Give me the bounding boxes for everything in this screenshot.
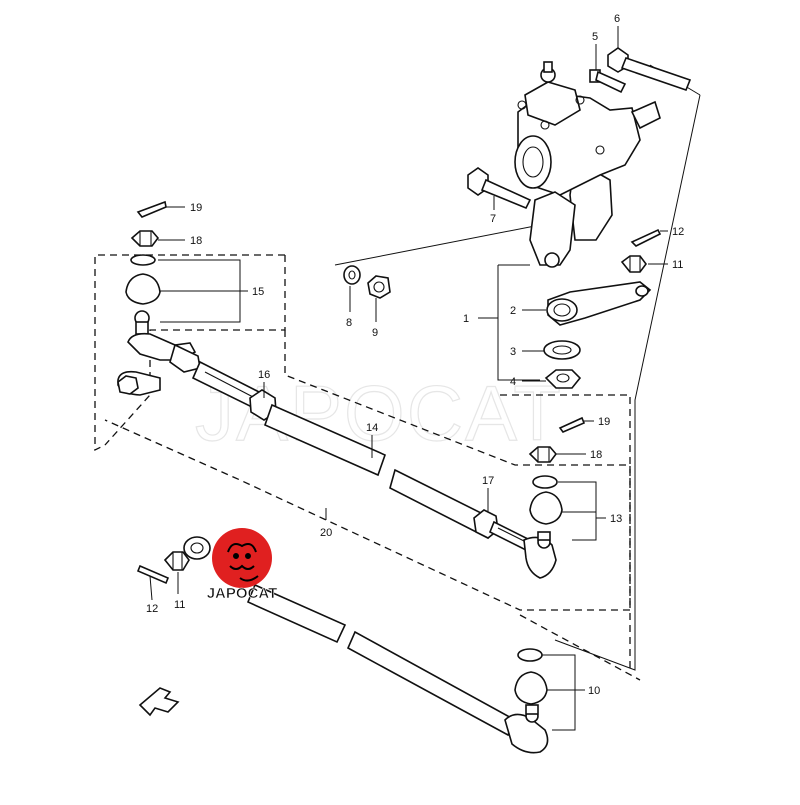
label-11-left: 11	[174, 599, 185, 611]
boot-15	[125, 273, 161, 305]
lower-tie-rod-end	[504, 704, 549, 754]
dashed-outlines	[94, 254, 641, 681]
nut-9	[367, 275, 391, 299]
pitman-arm	[546, 281, 652, 326]
label-8: 8	[346, 317, 352, 329]
boot-13	[529, 491, 563, 525]
castle-nut-11-left	[163, 551, 190, 571]
washer-3	[543, 340, 581, 360]
label-16: 16	[258, 369, 270, 381]
castle-nut-11-right	[620, 255, 647, 273]
label-4: 4	[510, 376, 516, 388]
label-2: 2	[510, 305, 516, 317]
castle-nut-18-left	[130, 230, 160, 247]
tie-rod-20	[183, 536, 517, 737]
label-17: 17	[482, 475, 494, 487]
label-11-right: 11	[672, 259, 683, 271]
label-6: 6	[614, 13, 620, 25]
label-9: 9	[372, 327, 378, 339]
clip-13	[532, 475, 558, 489]
bolt-7	[467, 167, 532, 210]
left-tie-rod-end	[127, 310, 201, 373]
logo-cat-icon	[227, 543, 259, 582]
cotter-pin-19-right	[558, 416, 586, 433]
clip-10	[517, 648, 543, 662]
label-13: 13	[610, 513, 622, 525]
label-12-right: 12	[672, 226, 684, 238]
label-7: 7	[490, 213, 496, 225]
tie-rod-14	[191, 360, 497, 540]
cotter-pin-12-left	[136, 564, 170, 585]
steering-gear-box	[514, 61, 661, 268]
label-3: 3	[510, 346, 516, 358]
washer-8	[343, 265, 361, 285]
label-15: 15	[252, 286, 264, 298]
label-14: 14	[366, 422, 378, 434]
watermark: JAPOCAT	[195, 369, 563, 457]
boot-10	[514, 671, 548, 705]
logo-text: JAPOCAT	[207, 585, 278, 602]
label-10: 10	[588, 685, 600, 697]
cotter-pin-12-right	[630, 228, 662, 247]
label-12-left: 12	[146, 603, 158, 615]
leader-lines	[149, 26, 668, 731]
clip-15	[130, 254, 156, 266]
label-18-right: 18	[590, 449, 602, 461]
japocat-logo: JAPOCAT	[206, 528, 278, 602]
label-1: 1	[463, 313, 469, 325]
bolt-6	[607, 47, 692, 92]
bolt-5	[589, 69, 627, 94]
label-19-right: 19	[598, 416, 610, 428]
part-labels: 1 2 3 4 5 6 7 8 9 10 11 11 12 12 13 14 1…	[146, 13, 684, 697]
label-19-left: 19	[190, 202, 202, 214]
label-20: 20	[320, 527, 332, 539]
label-5: 5	[592, 31, 598, 43]
label-18-left: 18	[190, 235, 202, 247]
logo-circle	[212, 528, 272, 588]
front-arrow-icon	[138, 687, 180, 717]
cotter-pin-19-left	[136, 200, 167, 218]
nut-4	[544, 369, 582, 389]
right-tie-rod-end	[488, 520, 557, 579]
left-tie-rod-end-2	[117, 370, 161, 396]
